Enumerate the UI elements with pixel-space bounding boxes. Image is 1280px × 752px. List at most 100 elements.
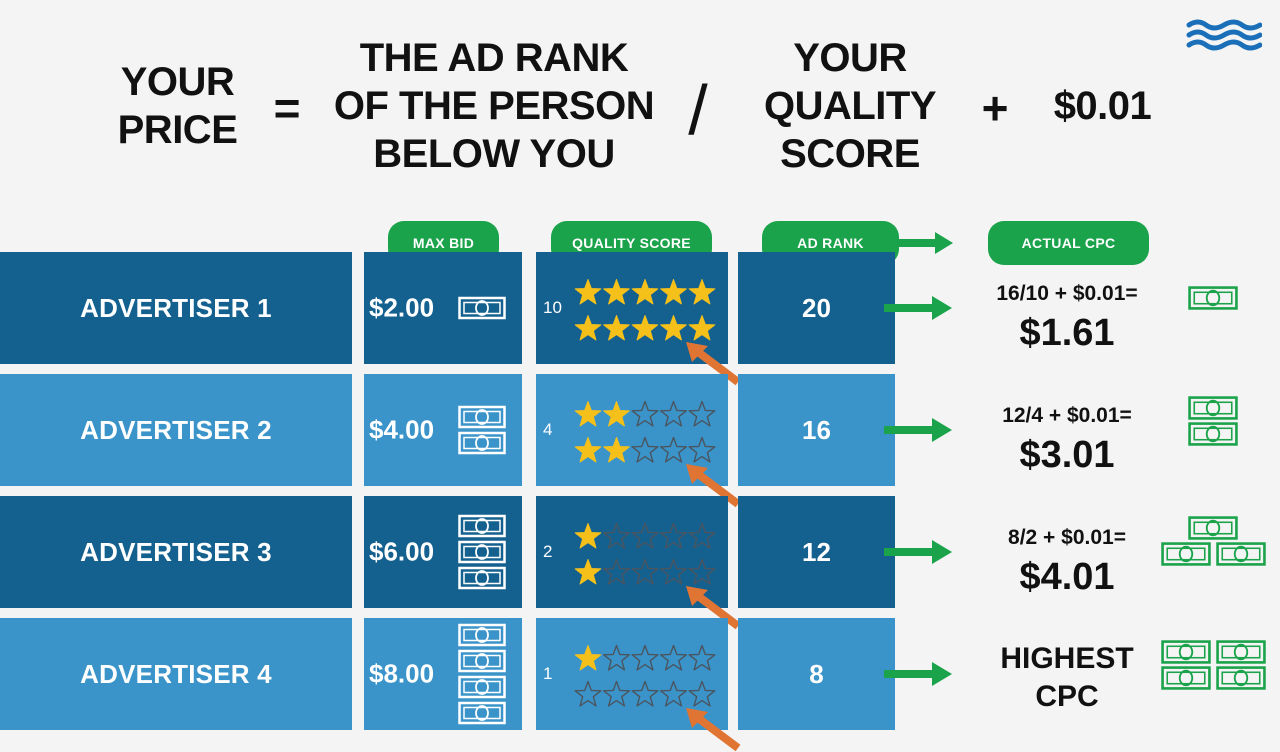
cpc-highest-line: HIGHEST <box>1000 642 1134 675</box>
star-empty-icon <box>659 522 688 549</box>
star-empty-icon <box>659 558 688 585</box>
star-rating <box>574 644 716 671</box>
arrow-right-icon <box>884 662 952 686</box>
star-empty-icon <box>659 436 688 463</box>
star-empty-icon <box>631 680 659 707</box>
bill-stack <box>458 405 506 455</box>
star-filled-icon <box>631 279 659 305</box>
formula-ad-rank-below: THE AD RANK OF THE PERSON BELOW YOU <box>320 34 668 178</box>
star-filled-icon <box>688 315 716 341</box>
money-bill-icon <box>458 540 506 564</box>
max-bid-value: $8.00 <box>369 658 435 689</box>
star-empty-icon <box>688 644 716 671</box>
formula-equals: = <box>273 82 301 134</box>
star-rating <box>574 680 716 707</box>
money-bill-icon <box>458 623 506 647</box>
money-bill-icon <box>1188 286 1238 310</box>
header-actual-cpc: ACTUAL CPC <box>988 221 1149 265</box>
money-bill-icon <box>458 431 506 455</box>
max-bid-value: $4.00 <box>369 414 435 445</box>
star-empty-icon <box>688 558 716 585</box>
star-empty-icon <box>631 522 659 549</box>
orange-pointer-arrow-icon <box>686 586 741 630</box>
cpc-formula: 8/2 + $0.01= <box>1008 526 1126 549</box>
formula-plus: + <box>981 82 1009 134</box>
formula-quality-score: YOUR QUALITY SCORE <box>745 34 955 178</box>
star-filled-icon <box>574 401 602 427</box>
star-empty-icon <box>688 400 716 427</box>
wave-logo-icon <box>1186 19 1262 51</box>
star-empty-icon <box>574 680 602 707</box>
money-bill-icon <box>458 514 506 538</box>
star-filled-icon <box>688 279 716 305</box>
star-empty-icon <box>602 644 631 671</box>
star-empty-icon <box>602 680 631 707</box>
quality-score-value: 2 <box>543 542 553 561</box>
star-empty-icon <box>688 522 716 549</box>
arrow-right-icon <box>884 418 952 442</box>
star-filled-icon <box>631 315 659 341</box>
star-empty-icon <box>659 400 688 427</box>
star-filled-icon <box>574 645 602 671</box>
advertiser-label: ADVERTISER 4 <box>0 618 352 730</box>
star-filled-icon <box>574 523 602 549</box>
max-bid-cell: $2.00 <box>364 252 522 364</box>
money-bill-icon <box>1161 640 1211 664</box>
star-empty-icon <box>688 436 716 463</box>
money-bill-icon <box>1188 516 1238 540</box>
orange-pointer-arrow-icon <box>686 708 741 752</box>
star-filled-icon <box>603 279 630 305</box>
bill-stack <box>458 514 506 590</box>
star-filled-icon <box>574 559 602 585</box>
formula-your-price-line1: YOUR <box>120 60 235 104</box>
orange-pointer-arrow-icon <box>686 342 741 386</box>
formula-your-price-line2: PRICE <box>117 108 238 152</box>
star-empty-icon <box>602 558 631 585</box>
cpc-price: $1.61 <box>1019 312 1115 354</box>
star-filled-icon <box>603 437 630 463</box>
star-filled-icon <box>574 437 602 463</box>
bill-stack <box>458 296 506 320</box>
money-bill-icon <box>458 566 506 590</box>
advertiser-label: ADVERTISER 3 <box>0 496 352 608</box>
quality-score-value: 10 <box>543 298 562 317</box>
money-bill-icon <box>1188 396 1238 420</box>
header-arrow-right-icon <box>899 232 953 254</box>
star-empty-icon <box>631 644 659 671</box>
money-bill-icon <box>458 701 506 725</box>
formula-increment: $0.01 <box>1053 84 1152 128</box>
star-filled-icon <box>603 315 630 341</box>
star-empty-icon <box>631 558 659 585</box>
formula-qs-line1: YOUR <box>793 36 907 80</box>
money-bill-icon <box>1216 666 1266 690</box>
cpc-formula: 16/10 + $0.01= <box>996 282 1138 305</box>
star-filled-icon <box>660 279 687 305</box>
money-bill-icon <box>458 296 506 320</box>
ad-rank-value: 16 <box>738 374 895 486</box>
money-bill-icon <box>458 649 506 673</box>
formula-ad-rank-line3: BELOW YOU <box>373 132 615 176</box>
cpc-formula: 12/4 + $0.01= <box>1002 404 1132 427</box>
formula-divide: / <box>688 71 708 149</box>
star-rating <box>574 436 716 463</box>
star-filled-icon <box>574 279 602 305</box>
cpc-price: $4.01 <box>1019 556 1115 598</box>
star-rating <box>574 279 716 305</box>
quality-score-value: 1 <box>543 664 553 683</box>
star-filled-icon <box>603 401 630 427</box>
formula-your-price: YOUR PRICE <box>100 58 255 154</box>
formula-qs-line2: QUALITY <box>763 84 937 128</box>
money-bill-icon <box>1216 542 1266 566</box>
max-bid-value: $2.00 <box>369 292 435 323</box>
orange-pointer-arrow-icon <box>686 464 741 508</box>
max-bid-value: $6.00 <box>369 536 435 567</box>
star-filled-icon <box>574 315 602 341</box>
formula-qs-line3: SCORE <box>780 132 920 176</box>
cpc-highest-line: CPC <box>1035 680 1099 713</box>
quality-score-value: 4 <box>543 420 553 439</box>
ad-rank-value: 8 <box>738 618 895 730</box>
money-bill-icon <box>1216 640 1266 664</box>
arrow-right-icon <box>884 540 952 564</box>
money-bill-icon <box>1161 666 1211 690</box>
star-empty-icon <box>602 522 631 549</box>
